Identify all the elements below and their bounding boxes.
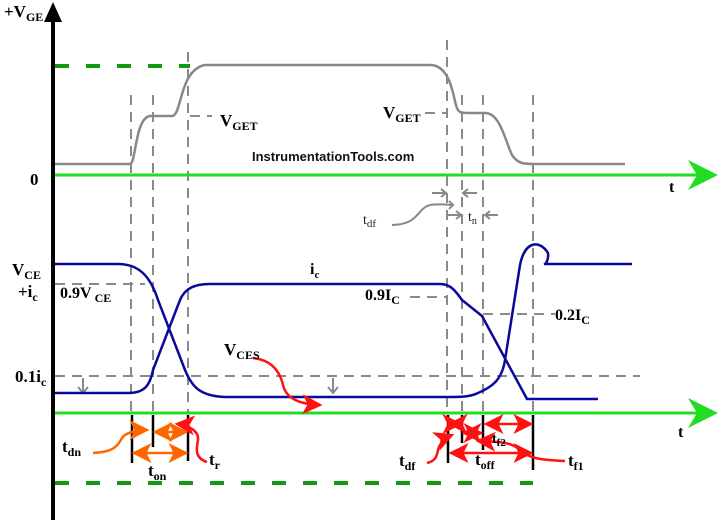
ic-90-label: 0.9IC xyxy=(365,287,400,307)
vces-leader xyxy=(252,356,323,415)
gate-delay-markers xyxy=(391,188,498,226)
y-axis-arrow-icon xyxy=(44,2,62,22)
arrow-head-icon xyxy=(455,210,463,220)
watermark: InstrumentationTools.com xyxy=(252,149,414,164)
tf1-leader xyxy=(475,431,566,463)
arrow-head-icon xyxy=(440,188,448,198)
guide-lines xyxy=(55,40,640,413)
arrow-head-icon xyxy=(461,188,469,198)
timing-ticks xyxy=(130,415,535,470)
gate-t-label: t xyxy=(669,179,675,196)
tdf-leader xyxy=(391,203,454,226)
arrow-head-icon xyxy=(483,210,491,220)
zero-label: 0 xyxy=(30,170,39,189)
tf1-label: tf1 xyxy=(568,451,584,473)
vces-label: VCES xyxy=(224,340,260,362)
tdf-gate-label: tdf xyxy=(363,213,376,230)
ic-label: ic xyxy=(310,261,319,281)
ton-label: ton xyxy=(148,461,167,483)
ic-10-label: 0.1ic xyxy=(15,367,47,389)
tr-leader xyxy=(174,415,208,464)
vget-label-right: VGET xyxy=(383,103,421,125)
ic-waveform xyxy=(53,282,598,401)
vce-90-label: 0.9V CE xyxy=(60,285,111,305)
turn-on-timing-arrows xyxy=(92,420,189,463)
gate-voltage-waveform xyxy=(53,63,625,166)
toff-label: toff xyxy=(475,450,496,472)
tdn-leader xyxy=(92,420,150,455)
y-axis-label-vce: VCE xyxy=(12,260,41,282)
power-t-label: t xyxy=(678,424,684,441)
tdf-leader-red xyxy=(426,432,455,465)
y-axis-label-ic: +ic xyxy=(18,282,38,304)
y-axis-label-vge: +VGE xyxy=(4,2,43,24)
tn-label: tn xyxy=(468,210,477,227)
turn-off-timing-arrows xyxy=(252,356,566,465)
ic-threshold-markers xyxy=(77,378,339,395)
tdn-label: tdn xyxy=(62,437,81,459)
vce-waveform xyxy=(53,243,632,399)
vget-label-left: VGET xyxy=(220,111,258,133)
arrow-head-icon xyxy=(448,200,455,210)
tdf-label: tdf xyxy=(399,451,416,473)
tr-label: tr xyxy=(209,450,221,472)
down-arrow-icon-head xyxy=(327,386,339,395)
ic-20-label: 0.2IC xyxy=(555,307,590,327)
tf2-label: tf2 xyxy=(492,432,506,449)
